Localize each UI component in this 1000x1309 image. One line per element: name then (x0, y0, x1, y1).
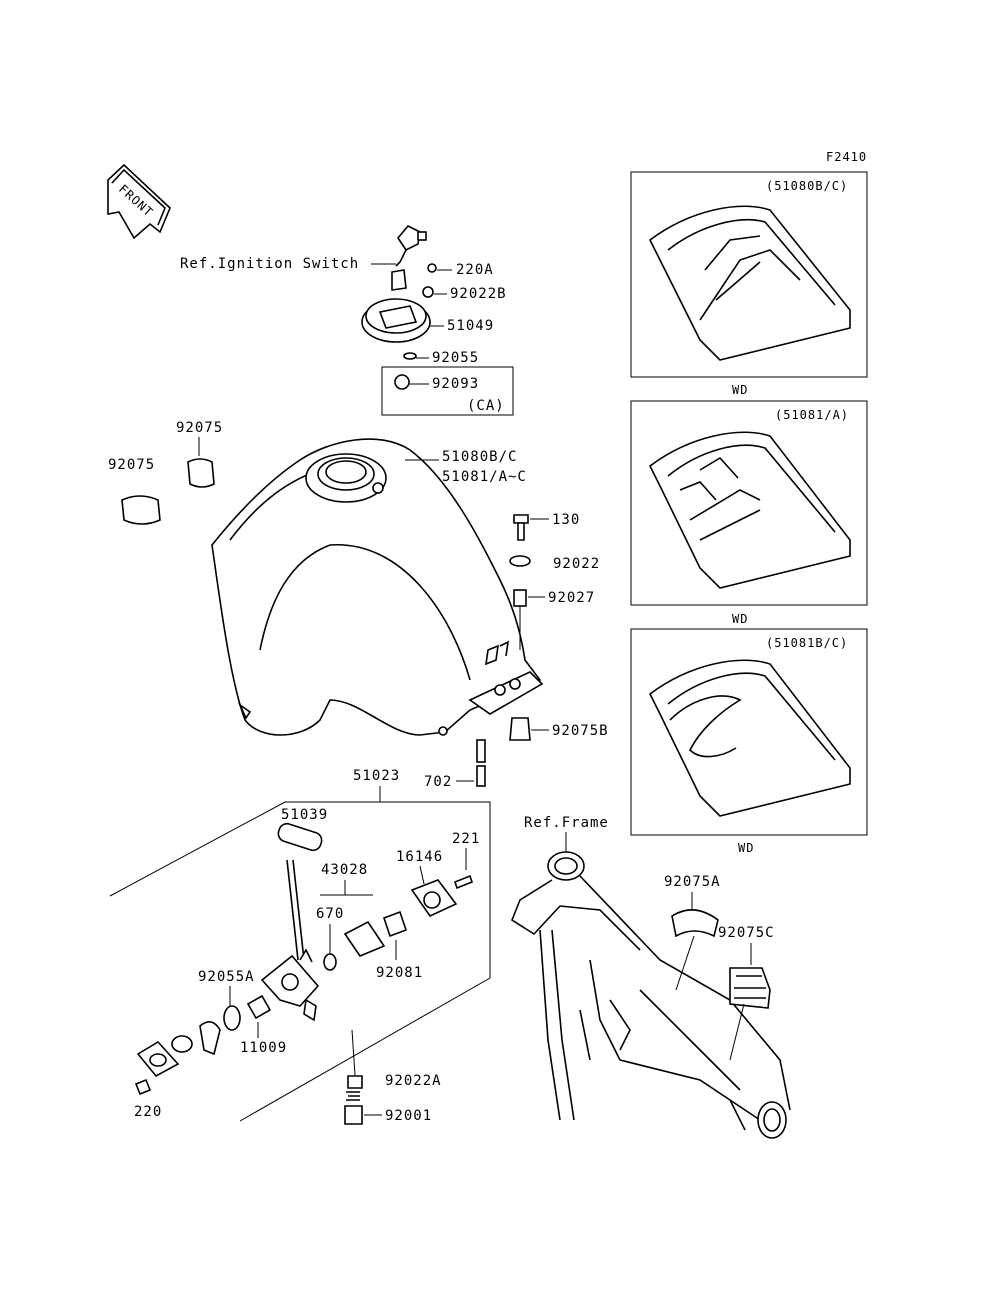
label-92075C: 92075C (718, 925, 775, 941)
label-ref-ignition: Ref.Ignition Switch (180, 256, 359, 272)
inset-51081BC: (51081B/C) WD (630, 628, 868, 855)
label-92081: 92081 (376, 965, 423, 981)
valve-16146 (410, 879, 458, 918)
collar-92027 (513, 589, 527, 607)
label-11009: 11009 (240, 1040, 287, 1056)
grommet-92075 (121, 458, 215, 525)
inset-caption-2: WD (732, 612, 748, 626)
label-ca: (CA) (467, 398, 505, 414)
label-tank-line2: 51081/A~C (442, 469, 527, 485)
bowl (199, 1021, 221, 1056)
label-51049: 51049 (447, 318, 494, 334)
label-92075A: 92075A (664, 874, 721, 890)
label-702: 702 (424, 774, 452, 790)
figure-code: F2410 (826, 150, 867, 164)
label-670: 670 (316, 906, 344, 922)
damper-92075B (509, 717, 531, 741)
plate-43028 (343, 920, 386, 957)
plate (136, 1040, 180, 1078)
washer-92022A (347, 1075, 363, 1089)
label-92075B: 92075B (552, 723, 609, 739)
label-16146: 16146 (396, 849, 443, 865)
label-221: 221 (452, 831, 480, 847)
oring-92055A (223, 1005, 241, 1031)
ignition-key-cluster (361, 225, 437, 390)
label-220: 220 (134, 1104, 162, 1120)
label-ref-frame: Ref.Frame (524, 815, 609, 831)
inset-title-1: (51080B/C) (766, 179, 848, 193)
oring-670 (323, 953, 337, 971)
fuel-cock-box (109, 801, 491, 1122)
label-92055: 92055 (432, 350, 479, 366)
label-92022: 92022 (553, 556, 600, 572)
damper-92075A (671, 909, 719, 938)
label-tank-line1: 51080B/C (442, 449, 517, 465)
inset-title-2: (51081/A) (775, 408, 849, 422)
washer-92022 (509, 555, 531, 567)
ca-box (381, 366, 514, 416)
label-92075-left: 92075 (108, 457, 155, 473)
front-arrow-icon: FRONT (107, 163, 171, 240)
gasket-51039 (277, 822, 323, 852)
label-51039: 51039 (281, 807, 328, 823)
label-92075-upper: 92075 (176, 420, 223, 436)
screw-221 (454, 874, 473, 890)
label-220A: 220A (456, 262, 494, 278)
label-43028: 43028 (321, 862, 368, 878)
pin-702 (476, 765, 486, 787)
label-130: 130 (552, 512, 580, 528)
label-92022B: 92022B (450, 286, 507, 302)
inset-51080BC: (51080B/C) WD (630, 171, 868, 397)
inset-51081A: (51081/A) WD (630, 400, 868, 626)
inset-caption-3: WD (738, 841, 754, 855)
inset-caption-1: WD (732, 383, 748, 397)
label-92055A: 92055A (198, 969, 255, 985)
fuel-tank (211, 438, 544, 736)
front-label: FRONT (116, 182, 156, 220)
label-92022A: 92022A (385, 1073, 442, 1089)
bolt-130 (513, 514, 529, 541)
label-92027: 92027 (548, 590, 595, 606)
inset-title-3: (51081B/C) (766, 636, 848, 650)
filter-11009 (246, 994, 272, 1020)
label-92001: 92001 (385, 1108, 432, 1124)
cock-body (260, 954, 320, 1007)
label-51023: 51023 (353, 768, 400, 784)
drain-92001 (344, 1105, 363, 1125)
screw-220 (134, 1078, 152, 1096)
label-92093: 92093 (432, 376, 479, 392)
